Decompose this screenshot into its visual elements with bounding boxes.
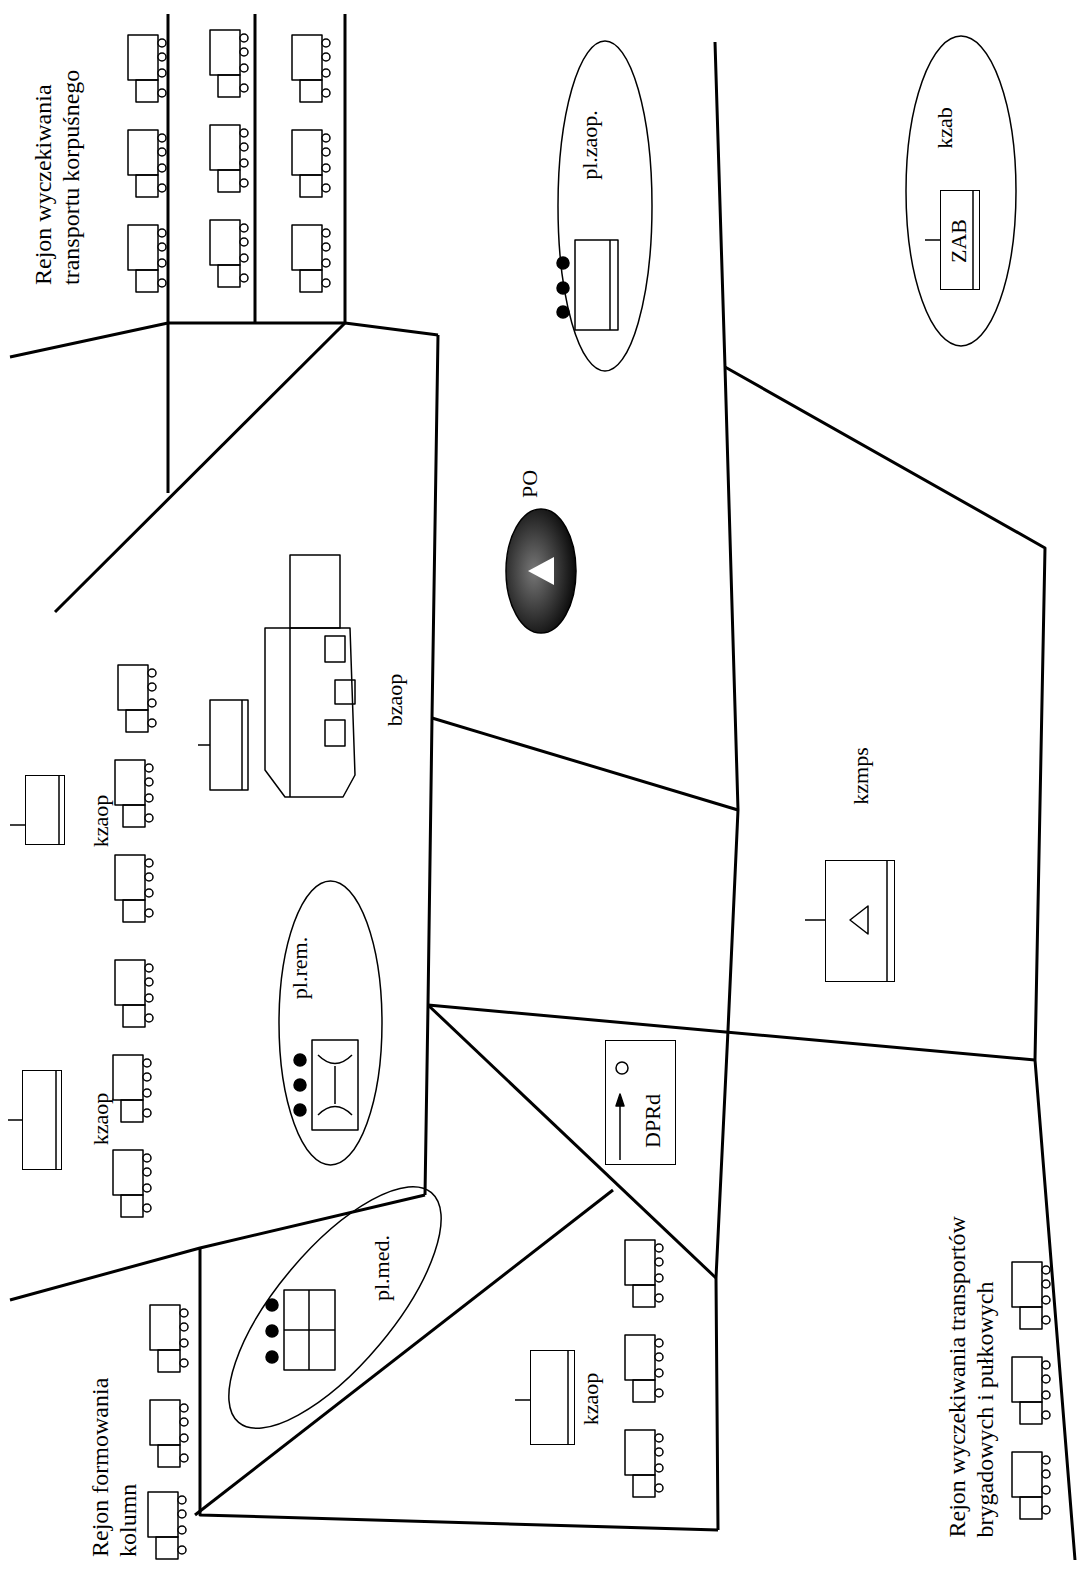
truck-symbols <box>113 30 1050 1559</box>
command-post: PO <box>505 508 577 634</box>
unit-label: pl.zaop. <box>578 110 602 180</box>
unit-label: kzmps <box>849 747 873 804</box>
region-label: Rejon wyczekiwania transportu korpuśnego <box>30 45 85 285</box>
truck-symbol <box>210 220 248 287</box>
truck-symbol <box>292 130 330 197</box>
unit-label: pl.med. <box>370 1235 394 1301</box>
truck-symbol <box>150 1400 188 1467</box>
truck-symbol <box>115 855 153 922</box>
truck-symbol <box>150 1305 188 1372</box>
truck-symbol <box>1012 1357 1050 1424</box>
truck-symbol <box>148 1492 186 1559</box>
unit-symbol: kzaop <box>22 1070 62 1170</box>
truck-symbol <box>210 125 248 192</box>
truck-symbol <box>1012 1452 1050 1519</box>
truck-symbol <box>625 1430 663 1497</box>
truck-symbol <box>210 30 248 97</box>
area-ellipse: pl.med. <box>230 1190 440 1425</box>
truck-symbol <box>292 225 330 292</box>
unit-label: kzab <box>933 107 957 149</box>
shape-outline <box>505 508 577 634</box>
unit-label: pl.rem. <box>288 937 312 999</box>
truck-symbol <box>128 35 166 102</box>
truck-symbol <box>1012 1262 1050 1329</box>
shape-outline <box>278 880 383 1166</box>
area-ellipse: pl.rem. <box>278 880 383 1166</box>
region-label: Rejon wyczekiwania transportów brygadowy… <box>944 1193 999 1538</box>
truck-symbol <box>128 130 166 197</box>
unit-symbol: kzaop <box>530 1350 575 1445</box>
shape-outline <box>557 40 653 372</box>
truck-symbol <box>625 1240 663 1307</box>
shape-outline <box>230 1190 440 1425</box>
region-borders <box>10 14 1075 1560</box>
unit-label: kzaop <box>89 795 113 848</box>
unit-symbol: DPRd <box>605 1040 676 1165</box>
unit-label: bzaop <box>383 674 407 727</box>
unit-symbol: ZAB <box>940 190 980 290</box>
unit-label: PO <box>518 470 542 498</box>
unit-symbols <box>8 190 973 1445</box>
area-ellipse: pl.zaop. <box>557 40 653 372</box>
truck-symbol <box>115 760 153 827</box>
truck-symbol <box>128 225 166 292</box>
truck-symbol <box>625 1335 663 1402</box>
truck-symbol <box>113 1055 151 1122</box>
unit-label: DPRd <box>641 1094 665 1148</box>
shape-outline <box>905 35 1017 347</box>
platoon-symbols <box>266 240 618 1370</box>
unit-symbol: kzmps <box>825 860 895 982</box>
unit-label: kzaop <box>579 1373 603 1426</box>
unit-symbol: kzaop <box>25 775 65 845</box>
truck-symbol <box>292 35 330 102</box>
truck-symbol <box>118 665 156 732</box>
truck-symbol <box>115 960 153 1027</box>
area-ellipse: kzabZAB <box>905 35 1017 347</box>
unit-label: ZAB <box>947 219 971 263</box>
truck-symbol <box>113 1150 151 1217</box>
region-label: Rejon formowania kolumn <box>87 1347 142 1557</box>
unit-label: kzaop <box>89 1093 113 1146</box>
